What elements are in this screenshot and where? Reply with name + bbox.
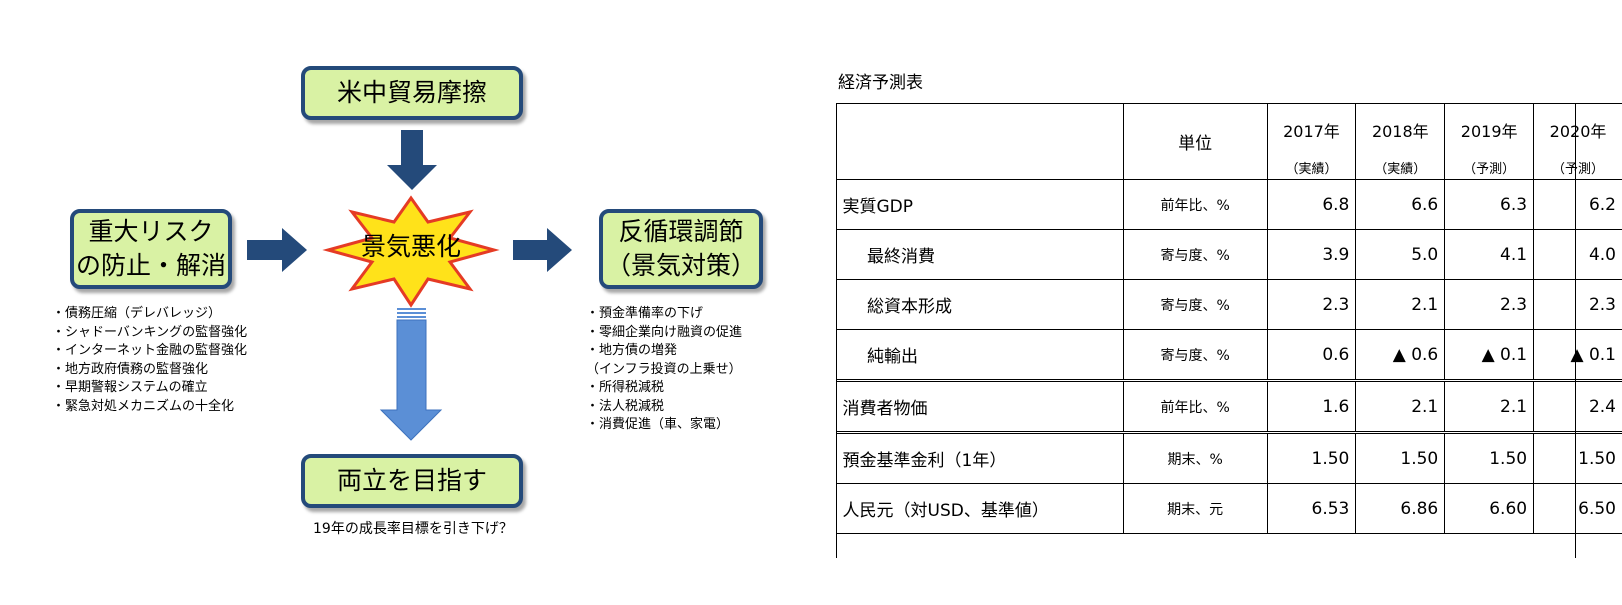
row-unit: 前年比、% (1122, 179, 1268, 230)
row-unit: 期末、% (1122, 431, 1268, 484)
row-value: 6.60 (1444, 483, 1534, 534)
left-box-line-1: 重大リスク (88, 217, 214, 246)
bottom-box-balance: 両立を目指す (301, 454, 523, 508)
list-item: ・早期警報システムの確立 (52, 380, 208, 395)
row-unit: 寄与度、% (1122, 329, 1268, 381)
row-value: ▲ 0.1 (1444, 329, 1534, 381)
row-value: 0.6 (1266, 329, 1356, 381)
table-title: 経済予測表 (838, 73, 923, 93)
right-box-countercyclical: 反循環調節 （景気対策） (599, 209, 763, 289)
list-item: ・法人税減税 (586, 398, 665, 414)
list-item: ・債務圧縮（デレバレッジ） (52, 306, 222, 321)
table-row: 実質GDP 前年比、% 6.8 6.6 6.3 6.2 (836, 179, 1622, 230)
row-value: 6.2 (1533, 179, 1622, 230)
row-value: 3.9 (1266, 229, 1356, 280)
row-value: 4.1 (1444, 229, 1534, 280)
list-item: ・消費促進（車、家電） (586, 417, 730, 432)
table-header-row: 単位 2017年 2018年 2019年 2020年 (836, 103, 1622, 180)
row-unit: 寄与度、% (1122, 279, 1268, 330)
header-year: 2017年 (1266, 103, 1356, 156)
arrow-down-top (387, 130, 437, 190)
row-value: 2.3 (1533, 279, 1622, 330)
row-value: 2.4 (1533, 379, 1622, 433)
table-row: 総資本形成 寄与度、% 2.3 2.1 2.3 2.3 (836, 279, 1622, 330)
list-item: ・インターネット金融の監督強化 (52, 343, 248, 358)
table-row: 最終消費 寄与度、% 3.9 5.0 4.1 4.0 (836, 229, 1622, 280)
bottom-note: 19年の成長率目標を引き下げ？ (313, 521, 513, 537)
table-row: 消費者物価 前年比、% 1.6 2.1 2.1 2.4 (836, 379, 1622, 433)
row-value: ▲ 0.1 (1533, 329, 1622, 381)
list-item: ・所得税減税 (586, 380, 665, 395)
row-value: 2.1 (1355, 379, 1445, 433)
row-unit: 期末、元 (1122, 483, 1268, 534)
bottom-box-label: 両立を目指す (336, 466, 487, 495)
row-value: 2.3 (1444, 279, 1534, 330)
row-value: 6.6 (1355, 179, 1445, 230)
row-value: 6.86 (1355, 483, 1445, 534)
row-label: 実質GDP (836, 179, 1124, 230)
list-item: （インフラ投資の上乗せ） (586, 361, 742, 377)
header-year-note: （実績） (1355, 156, 1445, 180)
row-value: 6.3 (1444, 179, 1534, 230)
row-label: 人民元（対USD、基準値） (836, 483, 1124, 534)
left-box-line-2: の防止・解消 (75, 251, 226, 280)
row-label: 消費者物価 (836, 379, 1124, 433)
row-unit: 寄与度、% (1122, 229, 1268, 280)
row-value: ▲ 0.6 (1355, 329, 1445, 381)
header-year: 2018年 (1355, 103, 1445, 156)
arrow-down-bottom (379, 308, 443, 441)
right-box-line-2: （景気対策） (605, 251, 756, 280)
row-value: 6.53 (1266, 483, 1356, 534)
table-row: 預金基準金利（1年） 期末、% 1.50 1.50 1.50 1.50 (836, 431, 1622, 484)
left-bullet-list: ・債務圧縮（デレバレッジ） ・シャドーバンキングの監督強化 ・インターネット金融… (52, 305, 247, 416)
row-label: 総資本形成 (836, 279, 1124, 330)
table-row: 人民元（対USD、基準値） 期末、元 6.53 6.86 6.60 6.50 (836, 483, 1622, 534)
row-value: 1.50 (1533, 431, 1622, 484)
right-bullet-list: ・預金準備率の下げ ・零細企業向け融資の促進 ・地方債の増発 （インフラ投資の上… (586, 305, 742, 435)
row-value: 1.6 (1266, 379, 1356, 433)
row-value: 4.0 (1533, 229, 1622, 280)
table-border-right (1575, 103, 1576, 558)
row-label: 預金基準金利（1年） (836, 431, 1124, 484)
row-value: 1.50 (1355, 431, 1445, 484)
burst-label: 景気悪化 (360, 232, 461, 261)
list-item: ・地方政府債務の監督強化 (52, 361, 209, 377)
top-box-trade-friction: 米中貿易摩擦 (301, 66, 523, 120)
list-item: ・シャドーバンキングの監督強化 (52, 324, 248, 340)
header-empty-cell (836, 103, 1124, 180)
row-value: 1.50 (1266, 431, 1356, 484)
burst-shape (322, 195, 500, 308)
diagram-graphics (247, 130, 572, 441)
row-value: 2.1 (1444, 379, 1534, 433)
list-item: ・預金準備率の下げ (586, 306, 704, 321)
left-box-risk-prevention: 重大リスク の防止・解消 (70, 209, 232, 289)
table-border-left (836, 103, 837, 558)
arrow-right-right (513, 228, 572, 272)
header-year-note: （実績） (1266, 156, 1356, 180)
row-unit: 前年比、% (1122, 379, 1268, 433)
list-item: ・地方債の増発 (586, 343, 678, 358)
list-item: ・零細企業向け融資の促進 (586, 324, 743, 340)
row-label: 純輸出 (836, 329, 1124, 381)
row-value: 5.0 (1355, 229, 1445, 280)
table-row: 純輸出 寄与度、% 0.6 ▲ 0.6 ▲ 0.1 ▲ 0.1 (836, 329, 1622, 381)
header-year: 2020年 (1533, 103, 1622, 156)
table-subheader-row: （実績） （実績） （予測） （予測） (837, 156, 1622, 180)
row-value: 6.8 (1266, 179, 1356, 230)
row-value: 2.1 (1355, 279, 1445, 330)
list-item: ・緊急対処メカニズムの十全化 (52, 398, 235, 414)
header-year-note: （予測） (1533, 156, 1622, 180)
row-label: 最終消費 (836, 229, 1124, 280)
right-box-line-1: 反循環調節 (618, 217, 744, 246)
row-value: 6.50 (1533, 483, 1622, 534)
row-value: 2.3 (1266, 279, 1356, 330)
top-box-label: 米中貿易摩擦 (336, 78, 487, 107)
header-unit: 単位 (1122, 103, 1268, 180)
forecast-table: 単位 2017年 2018年 2019年 2020年 （実績） （実績） （予測… (836, 103, 1622, 534)
header-year: 2019年 (1444, 103, 1534, 156)
row-value: 1.50 (1444, 431, 1534, 484)
header-year-note: （予測） (1444, 156, 1534, 180)
arrow-right-left (247, 228, 307, 272)
